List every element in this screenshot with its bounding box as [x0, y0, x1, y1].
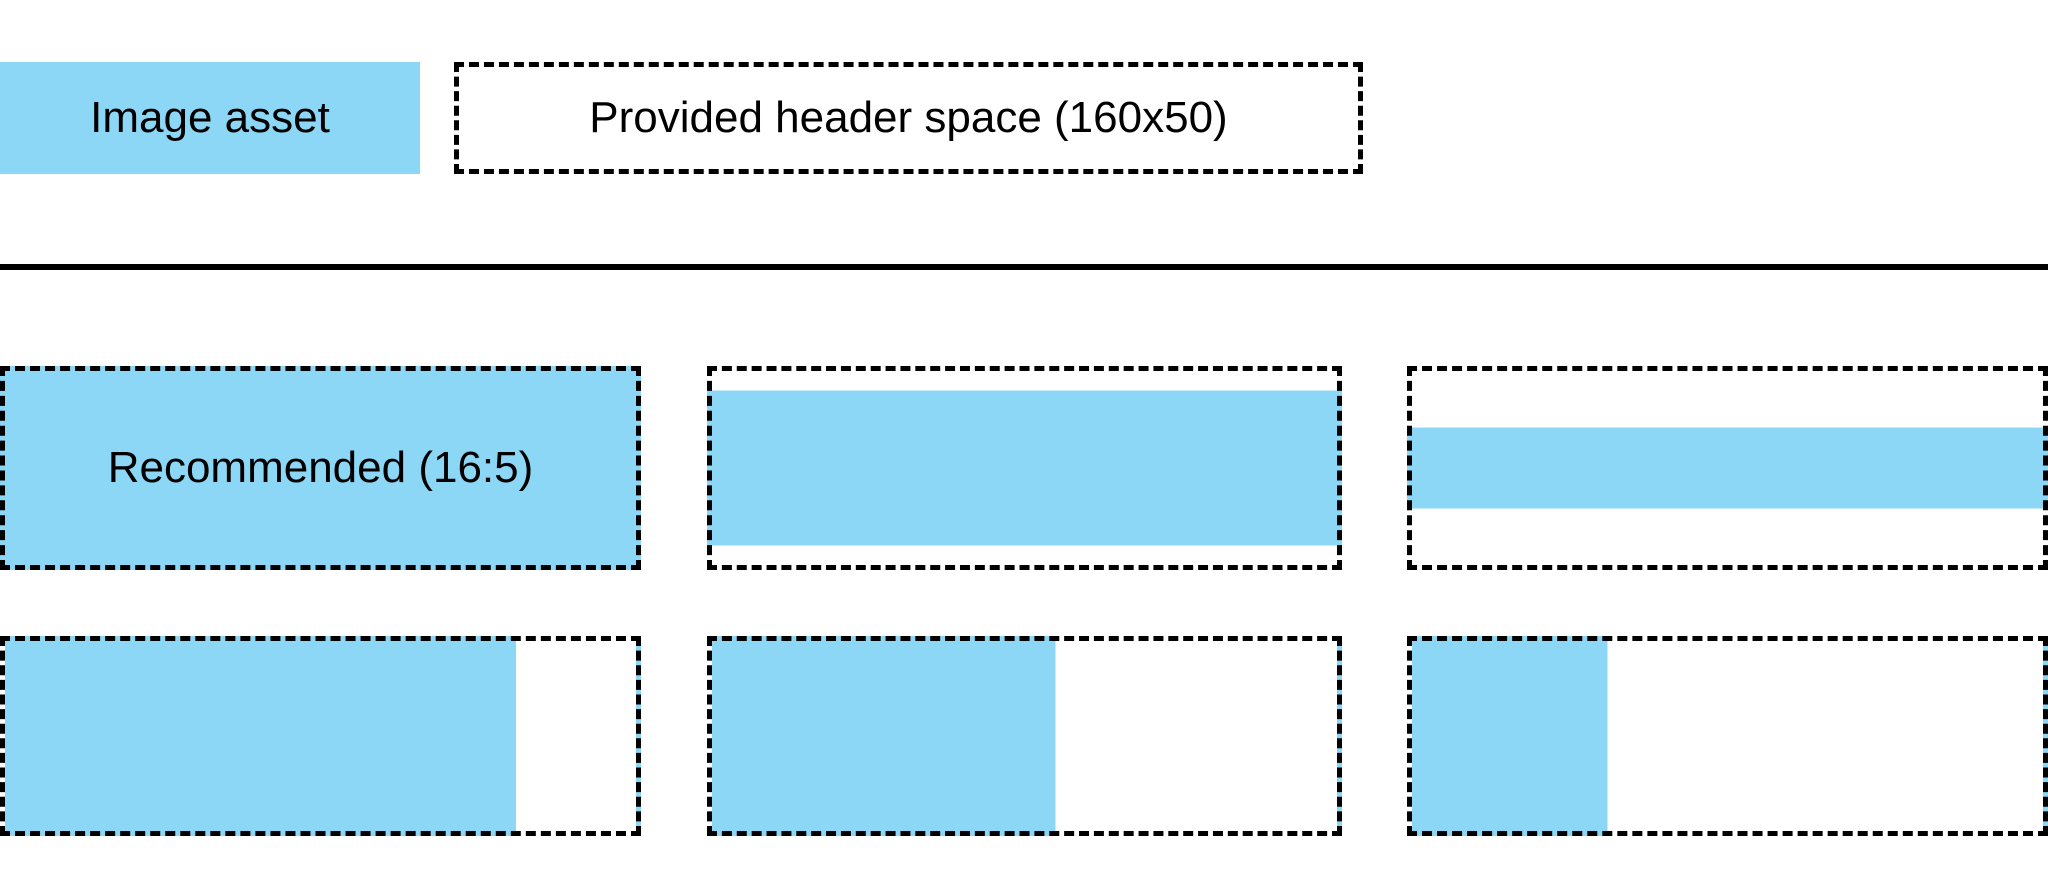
example-box-full-height-narrow: [1407, 636, 2048, 836]
image-asset-label: Image asset: [90, 93, 330, 142]
example-box-full-width-shorter: [707, 366, 1342, 570]
recommended-label: Recommended (16:5): [107, 443, 534, 492]
provided-header-space-box: Provided header space (160x50): [454, 62, 1363, 174]
example-box-full-height-half: [707, 636, 1342, 836]
section-divider-line: [0, 264, 2048, 270]
example-box-full-height-wide: [0, 636, 641, 836]
image-asset-swatch: Image asset: [0, 62, 420, 174]
example-box-recommended: Recommended (16:5): [0, 366, 641, 570]
provided-header-space-label: Provided header space (160x50): [589, 93, 1228, 142]
example-box-full-width-band: [1407, 366, 2048, 570]
